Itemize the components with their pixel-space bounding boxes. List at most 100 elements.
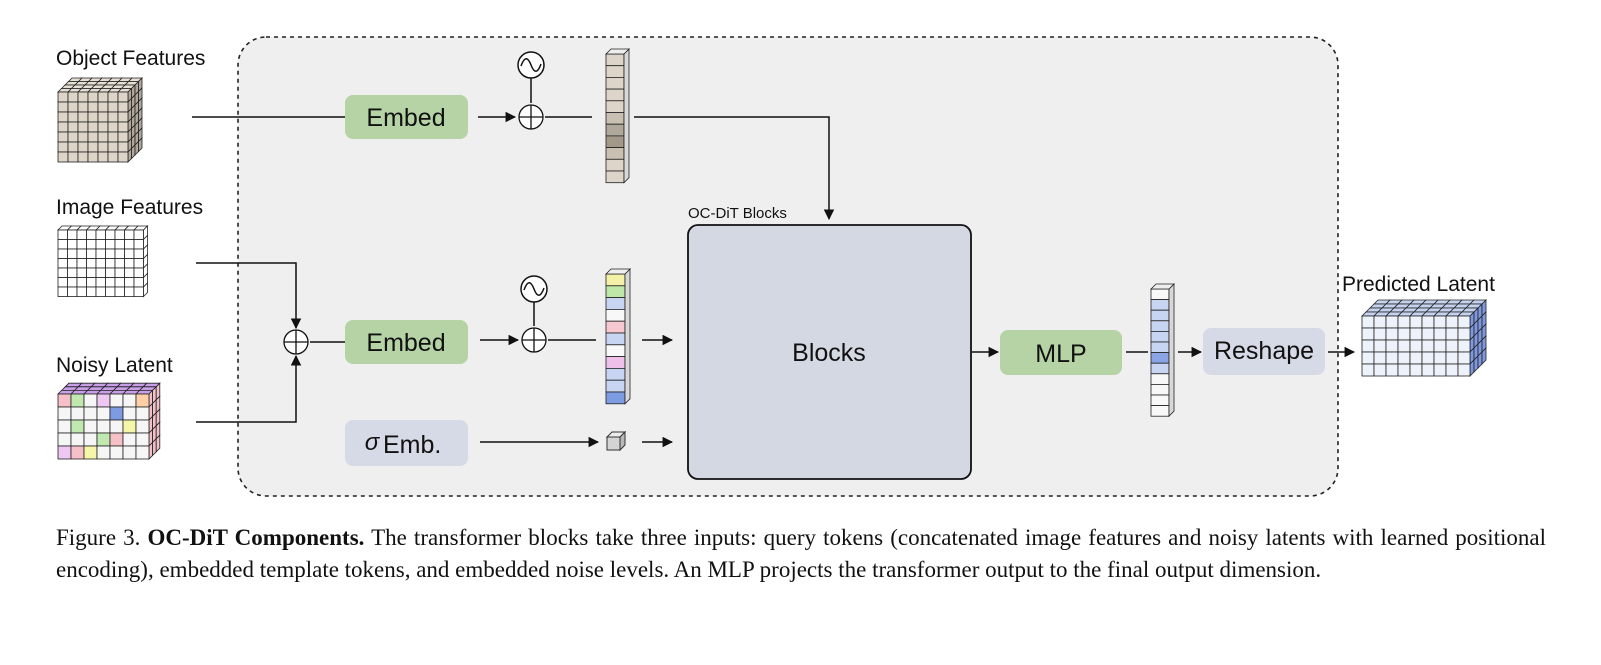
token-cell xyxy=(605,367,626,381)
cube-front-cell xyxy=(124,267,135,278)
token-cell xyxy=(605,273,626,287)
token-cell xyxy=(605,65,625,78)
cube-front-cell xyxy=(96,393,111,408)
token-cell xyxy=(605,135,625,148)
cube-front-cell xyxy=(86,267,97,278)
cube-front-cell xyxy=(105,286,116,297)
cube-front-cell xyxy=(76,248,87,259)
cube-front-cell xyxy=(107,101,119,113)
cube-front-cell xyxy=(70,406,85,421)
cube-front-cell xyxy=(97,131,109,143)
image-to-concat-arrow xyxy=(196,262,302,330)
cube-front-cell xyxy=(105,277,116,288)
cube-front-cell xyxy=(67,141,79,153)
token-cell xyxy=(1150,299,1170,311)
output-token-column xyxy=(1150,283,1175,418)
cube-front-cell xyxy=(83,393,98,408)
token-cell xyxy=(1150,373,1170,385)
cube-front-cell xyxy=(1373,327,1387,341)
cube-front-cell xyxy=(1421,327,1435,341)
cube-front-cell xyxy=(109,419,124,434)
cube-front-cell xyxy=(57,229,68,240)
token-cell xyxy=(605,320,626,334)
cube-front-cell xyxy=(67,121,79,133)
cube-front-cell xyxy=(76,258,87,269)
cube-front-cell xyxy=(67,267,78,278)
token-cell xyxy=(605,88,625,102)
cube-front-cell xyxy=(122,406,137,421)
cube-front-cell xyxy=(1409,327,1423,341)
cube-front-cell xyxy=(105,258,116,269)
cube-front-cell xyxy=(117,121,129,133)
concat-plus-icon xyxy=(283,329,309,355)
cube-front-cell xyxy=(77,141,89,153)
cube-front-cell xyxy=(107,121,119,133)
token-cell xyxy=(1150,309,1170,322)
cube-front-cell xyxy=(114,286,125,297)
cube-front-cell xyxy=(107,151,119,163)
cube-front-cell xyxy=(1445,315,1459,329)
oc-dit-blocks-label: OC-DiT Blocks xyxy=(688,205,787,222)
token-column-top xyxy=(605,48,630,55)
token-cell xyxy=(605,147,625,160)
token-cell xyxy=(1150,330,1170,343)
cube-front-cell xyxy=(83,406,98,421)
cube-front-cell xyxy=(86,229,97,240)
cube-front-cell xyxy=(1445,327,1459,341)
cube-front-cell xyxy=(1421,351,1435,365)
cube-front-cell xyxy=(122,419,137,434)
token-cell xyxy=(1150,394,1170,407)
cube-front-cell xyxy=(117,111,129,123)
cube-front-cell xyxy=(67,111,79,123)
positional-encoding-icon xyxy=(520,275,548,303)
token-column-side xyxy=(1168,283,1175,418)
cube-front-cell xyxy=(95,286,106,297)
cube-front-cell xyxy=(122,393,137,408)
cube-front-cell xyxy=(1385,339,1399,353)
cube-front-cell xyxy=(67,248,78,259)
cube-front-cell xyxy=(76,239,87,250)
embed-mid-label: Embed xyxy=(366,329,445,357)
noisy-latent-label: Noisy Latent xyxy=(56,354,173,377)
token-cell xyxy=(605,123,625,137)
cube-front-cell xyxy=(97,91,109,103)
cube-front-cell xyxy=(1361,363,1375,377)
cube-front-cell xyxy=(57,121,69,133)
token-cell xyxy=(1150,288,1170,301)
token-cell xyxy=(605,332,626,346)
cube-front-cell xyxy=(1421,315,1435,329)
cube-front-cell xyxy=(133,239,144,250)
cube-front-cell xyxy=(97,111,109,123)
caption-title: OC-DiT Components. xyxy=(147,525,365,550)
cube-front-cell xyxy=(135,419,150,434)
cube-front-cell xyxy=(77,101,89,113)
cube-front-cell xyxy=(57,267,68,278)
cube-front-cell xyxy=(1397,339,1411,353)
cube-front-cell xyxy=(1397,315,1411,329)
cube-front-cell xyxy=(1373,315,1387,329)
token-column-top xyxy=(605,268,631,275)
caption-prefix: Figure 3. xyxy=(56,525,141,550)
token-cell xyxy=(605,285,626,298)
cube-front-cell xyxy=(1385,327,1399,341)
blocks-box xyxy=(687,224,972,480)
cube-front-cell xyxy=(124,258,135,269)
cube-front-cell xyxy=(1409,315,1423,329)
cube-front-cell xyxy=(87,91,99,103)
cube-front-cell xyxy=(117,131,129,143)
cube-front-cell xyxy=(133,258,144,269)
noisy-to-concat-arrow xyxy=(196,354,302,423)
cube-front-cell xyxy=(124,239,135,250)
cube-front-cell xyxy=(76,277,87,288)
query-token-column xyxy=(605,268,631,405)
cube-front-cell xyxy=(87,121,99,133)
cube-front-cell xyxy=(1433,339,1447,353)
embed-mid-box xyxy=(345,320,468,364)
noise-level-token-cube xyxy=(605,430,627,452)
cube-front-cell xyxy=(83,445,98,460)
token-column-side xyxy=(624,268,631,405)
cube-front-cell xyxy=(105,239,116,250)
cube-front-cell xyxy=(95,258,106,269)
cube-front-cell xyxy=(1397,351,1411,365)
cube-side-cell xyxy=(1481,347,1487,365)
